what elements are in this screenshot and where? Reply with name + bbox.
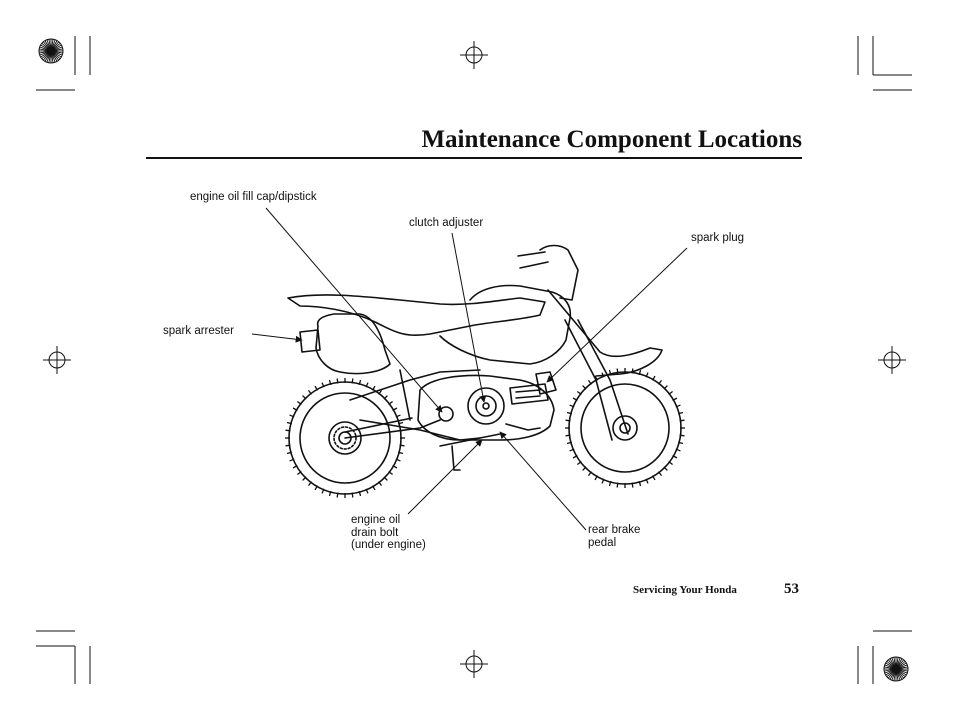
engine	[417, 371, 557, 441]
callout-spark-plug: spark plug	[691, 232, 745, 244]
registration-starburst-icon	[38, 38, 64, 64]
registration-target-icon	[878, 346, 906, 374]
callout-line: engine oil	[351, 514, 401, 526]
spark-arrester-cap	[299, 329, 321, 353]
callout-line: rear brake	[588, 524, 641, 536]
registration-starburst-icon	[883, 656, 909, 682]
callout-engine-oil-fill-cap: engine oil fill cap/dipstick	[190, 191, 317, 203]
leader-engine-oil-fill-cap	[265, 207, 443, 413]
registration-target-icon	[43, 346, 71, 374]
page-number: 53	[784, 581, 799, 597]
leader-spark-plug	[546, 247, 688, 383]
rear-wheel	[288, 381, 402, 495]
callout-line: drain bolt	[351, 526, 399, 539]
callout-rear-brake-pedal: rear brake pedal	[588, 524, 640, 549]
registration-target-icon	[460, 41, 488, 69]
callout-spark-arrester: spark arrester	[163, 325, 234, 337]
callout-engine-oil-drain-bolt: engine oil drain bolt (under engine)	[351, 514, 426, 552]
handlebars	[517, 244, 579, 301]
rear-brake-pedal-part	[505, 423, 541, 431]
muffler-body	[315, 313, 391, 375]
footer-section-title: Servicing Your Honda	[633, 584, 737, 596]
swingarm	[344, 417, 441, 439]
front-fender	[547, 289, 663, 377]
seat-fender	[287, 294, 546, 337]
leader-rear-brake-pedal	[499, 431, 587, 531]
leader-engine-oil-drain-bolt	[407, 439, 483, 515]
title-rule	[146, 157, 802, 159]
callout-line: (under engine)	[351, 539, 426, 551]
leader-clutch-adjuster	[451, 232, 487, 403]
front-wheel	[568, 371, 682, 485]
callout-line: pedal	[588, 536, 617, 549]
callout-clutch-adjuster: clutch adjuster	[409, 217, 484, 229]
page-title: Maintenance Component Locations	[421, 126, 802, 153]
frame	[349, 369, 481, 441]
fuel-tank	[439, 284, 572, 365]
kickstand-footpeg	[439, 433, 501, 471]
registration-target-icon	[460, 650, 488, 678]
front-fork	[564, 319, 629, 441]
leader-spark-arrester	[251, 333, 303, 343]
